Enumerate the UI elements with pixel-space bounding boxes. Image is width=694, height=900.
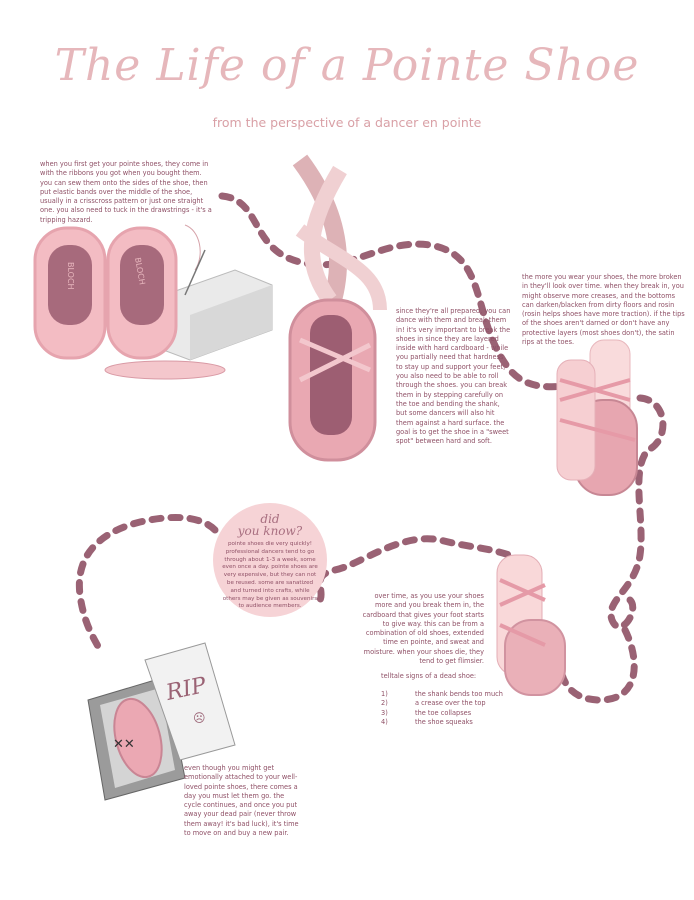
did-you-know-text: pointe shoes die very quickly! professio… — [222, 541, 318, 610]
new-shoes-text: when you first get your pointe shoes, th… — [40, 160, 212, 224]
new-shoes-illustration: BLOCH BLOCH — [33, 224, 273, 380]
coffin-illustration: ✕✕ RIP ☹ — [87, 642, 236, 801]
list-item: 1)the shank bends too much — [381, 690, 503, 698]
did-you-know-title: did — [260, 512, 280, 526]
dying-shoe-illustration — [496, 554, 566, 696]
did-you-know-circle — [213, 503, 327, 617]
breaking-in-text: since they're all prepared, you can danc… — [396, 307, 511, 446]
list-item: 3)the toe collapses — [381, 708, 472, 717]
did-you-know-box: did you know? pointe shoes die very quic… — [222, 513, 318, 611]
wearing-text: the more you wear your shoes, the more b… — [522, 273, 685, 347]
brand-label: BLOCH — [66, 262, 75, 290]
page-subtitle: from the perspective of a dancer en poin… — [212, 115, 482, 130]
did-you-know-title: you know? — [237, 524, 303, 538]
svg-text:☹: ☹ — [193, 711, 206, 725]
goodbye-text: even though you might get emotionally at… — [184, 764, 299, 838]
worn-shoes-illustration — [556, 339, 638, 496]
signs-title: telltale signs of a dead shoe: — [381, 672, 477, 680]
svg-text:✕✕: ✕✕ — [113, 737, 135, 752]
page-title: The Life of a Pointe Shoe — [54, 40, 640, 91]
dead-shoe-signs-list: 1)the shank bends too much 2)a crease ov… — [381, 690, 511, 727]
dying-text: over time, as you use your shoes more an… — [362, 592, 484, 666]
list-item: 2)a crease over the top — [381, 699, 486, 708]
list-item: 4)the shoe squeaks — [381, 717, 473, 726]
prepared-shoe-illustration — [288, 154, 387, 462]
